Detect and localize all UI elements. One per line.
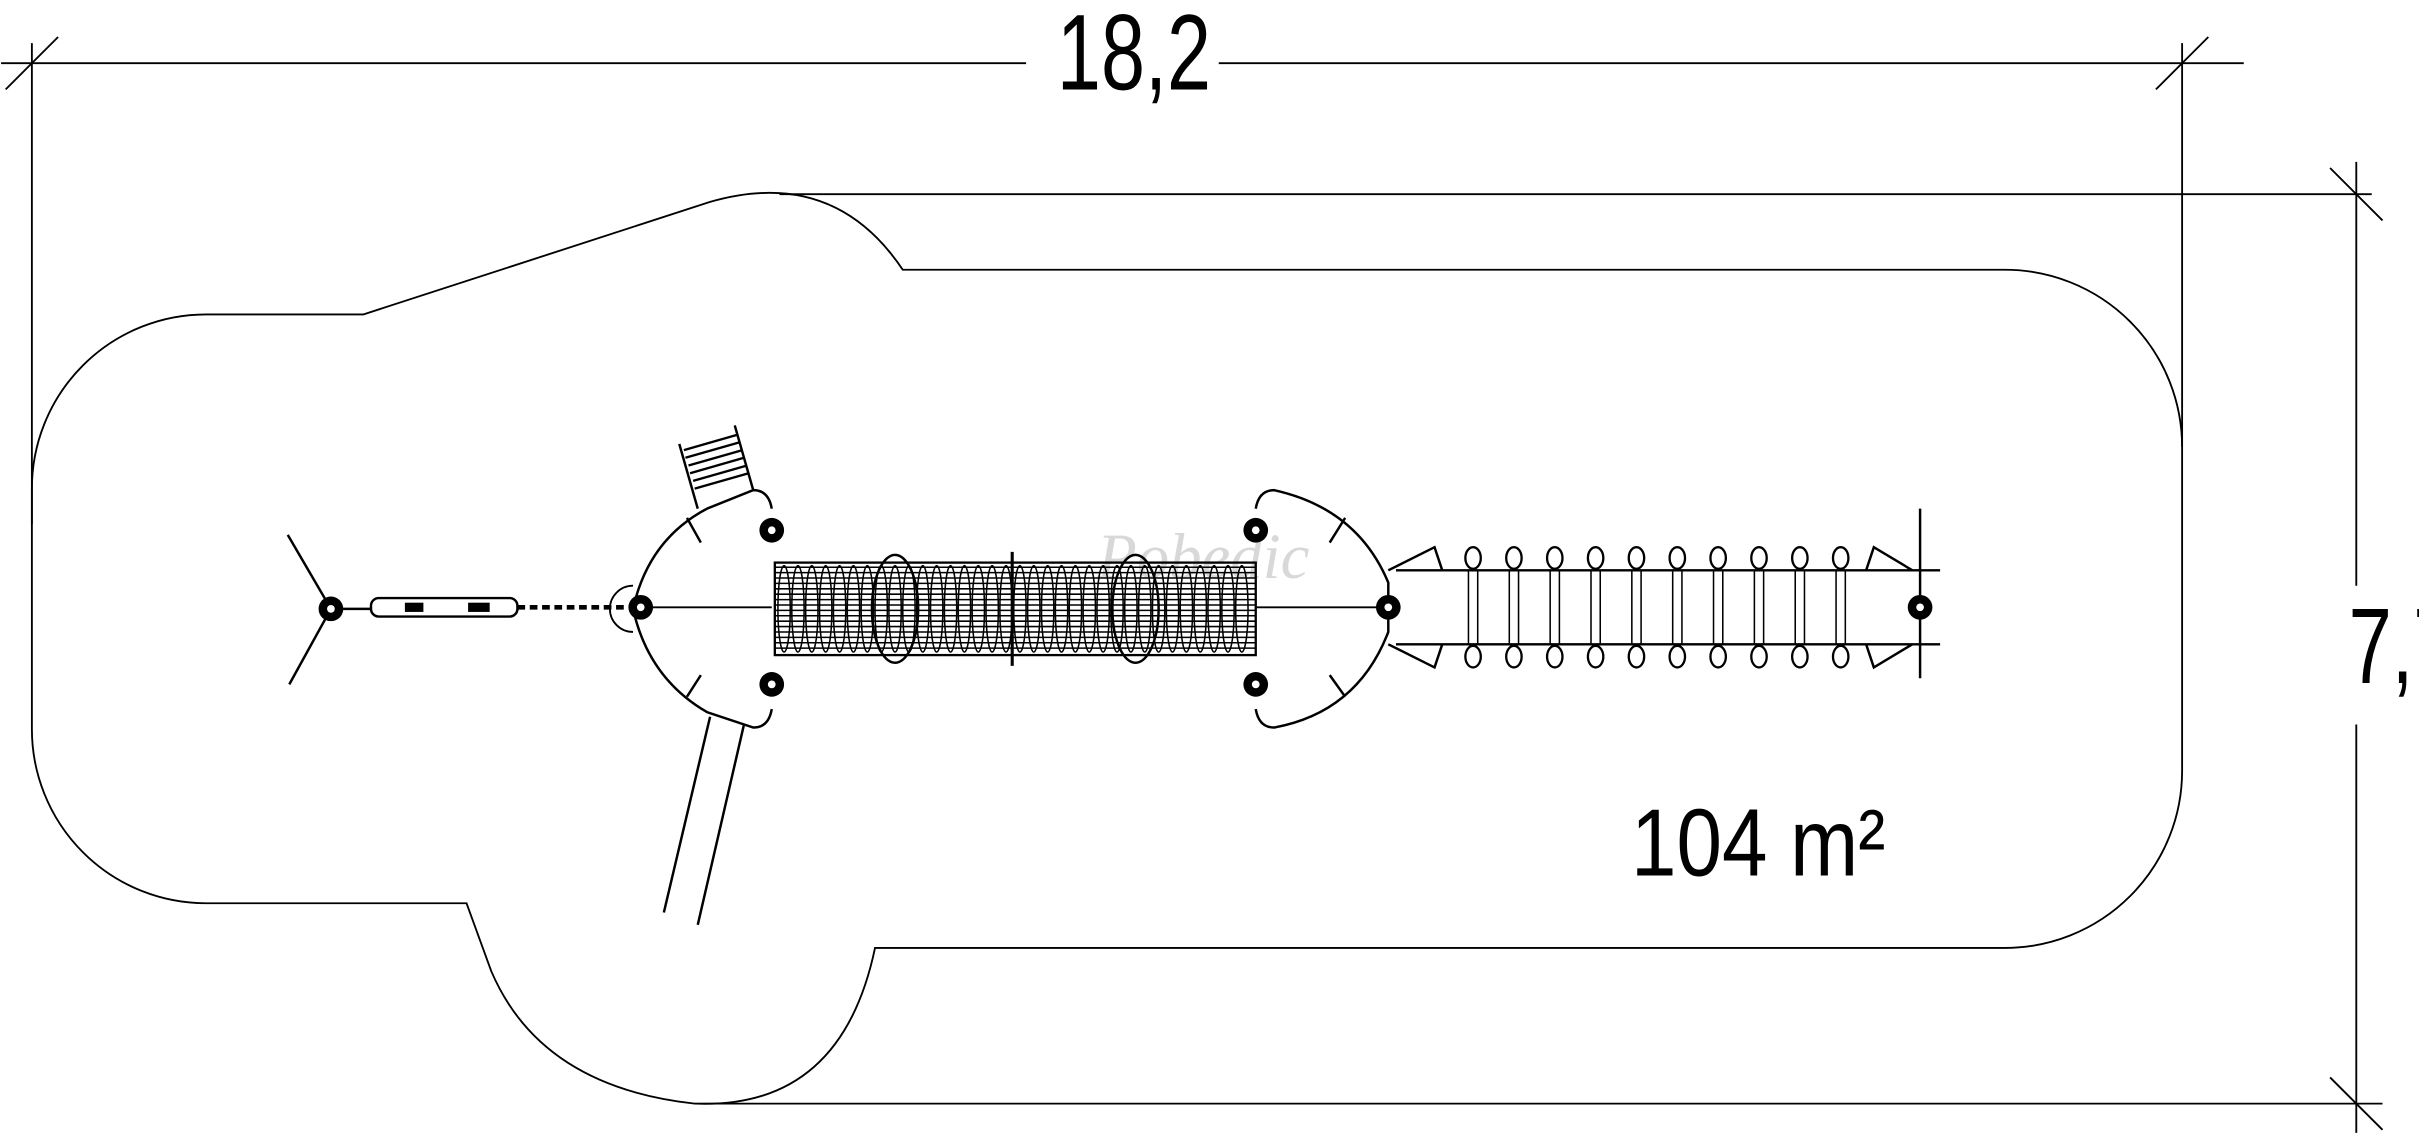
tunnel-ring (1234, 564, 1249, 653)
ladder-clamp (1586, 546, 1605, 570)
tunnel-ring (1110, 564, 1124, 653)
tunnel-ring (1151, 564, 1166, 653)
depth-dimension: 7,7 (694, 161, 2419, 1133)
ladder-clamp (1586, 644, 1605, 669)
tunnel-ring (846, 564, 861, 653)
ladder-rung (1631, 569, 1642, 646)
tunnel-ring (1040, 564, 1055, 653)
tunnel-ring (1082, 564, 1097, 653)
tunnel-ring (1026, 564, 1041, 653)
tunnel-ring (860, 564, 875, 653)
play-equipment (286, 425, 1941, 926)
ladder-rung (1467, 569, 1479, 646)
ladder-rung (1753, 569, 1765, 646)
tunnel-ring (1068, 564, 1083, 653)
ladder-clamp (1750, 644, 1768, 669)
link-bridge (369, 596, 626, 618)
tunnel-ring (1179, 564, 1194, 653)
tunnel-ring (832, 564, 847, 653)
tunnel-ring (971, 564, 986, 653)
tunnel-ring (818, 564, 833, 653)
tunnel-ring (943, 564, 958, 653)
ladder-clamp (1505, 644, 1523, 669)
tunnel-ring (915, 564, 930, 653)
tunnel-ring (985, 564, 1000, 653)
tunnel-ring (1054, 564, 1069, 653)
tunnel-ring (1193, 564, 1208, 653)
ladder-rung (1508, 569, 1520, 646)
width-label: 18,2 (1057, 0, 1211, 112)
ladder-rung (1671, 569, 1683, 646)
watermark-logo: Pobedic (1096, 521, 1309, 593)
tunnel-ring (1207, 564, 1222, 653)
ladder-clamp (1831, 546, 1850, 570)
ladder-clamp (1790, 644, 1809, 669)
ladder-clamp (1545, 546, 1564, 570)
spring-anchor (286, 534, 371, 685)
tunnel-ring (1123, 564, 1138, 653)
ladder-clamp (1627, 644, 1646, 669)
ladder-rung (1794, 569, 1806, 646)
ladder-clamp (1709, 644, 1728, 669)
ladder-clamp (1545, 644, 1564, 669)
ladder-clamp (1831, 644, 1850, 669)
ladder-clamp (1627, 546, 1646, 570)
ladder-clamp (1750, 546, 1768, 570)
tunnel-ring (1096, 564, 1111, 653)
tunnel-ring (1221, 564, 1235, 653)
ladder-clamp (1464, 546, 1482, 570)
ladder-clamp (1709, 546, 1728, 570)
right-platform (1243, 488, 1401, 729)
depth-label: 7,7 (2349, 585, 2419, 706)
ladder-clamp (1464, 644, 1482, 669)
tunnel-ring (957, 564, 972, 653)
tunnel-ring (777, 564, 792, 653)
ladder-clamp (1790, 546, 1809, 570)
tunnel-ring (888, 564, 902, 653)
area-label: 104 m² (1631, 790, 1885, 897)
tunnel-ring (929, 564, 944, 653)
ladder-rung (1835, 569, 1847, 646)
net-tunnel (773, 551, 1257, 666)
left-platform (609, 425, 785, 926)
horizontal-ladder (1387, 508, 1941, 679)
safety-zone-outline (30, 191, 2184, 1105)
tunnel-ring (1165, 564, 1180, 653)
tunnel-ring (791, 564, 805, 653)
ladder-rung (1549, 569, 1561, 646)
ladder-rung (1712, 569, 1724, 646)
tunnel-ring (804, 564, 819, 653)
tunnel-ring (1137, 564, 1152, 653)
ladder-rung (1590, 569, 1602, 646)
width-dimension: 18,2 (1, 0, 2244, 525)
ladder-clamp (1505, 546, 1523, 570)
ladder-clamp (1668, 644, 1687, 669)
ladder-clamp (1668, 546, 1687, 570)
